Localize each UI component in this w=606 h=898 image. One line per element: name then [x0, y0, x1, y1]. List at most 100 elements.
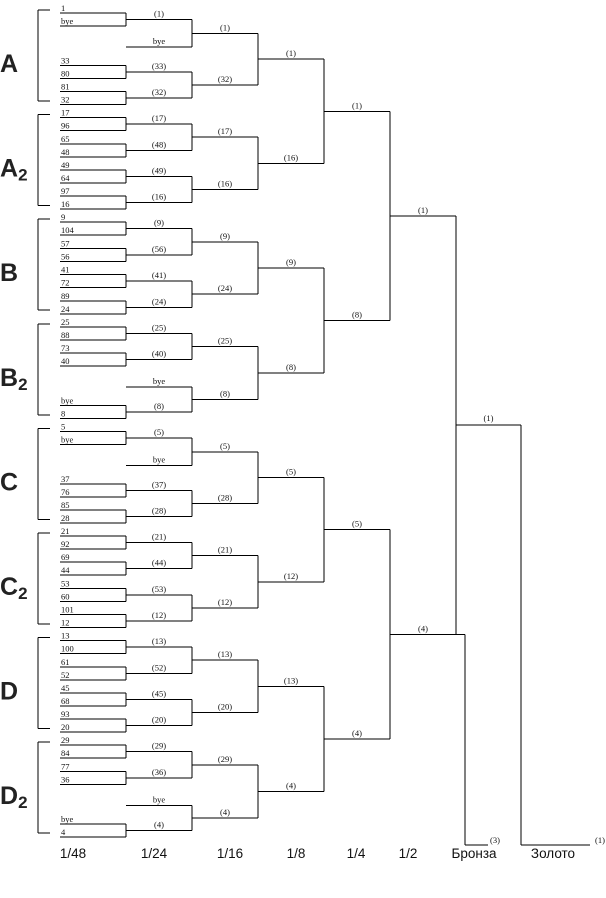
result-label: (4) — [352, 728, 362, 738]
entrant-label: bye — [61, 434, 74, 444]
group-label: D2 — [0, 782, 28, 812]
result-label: (1) — [484, 413, 494, 423]
result-label: bye — [153, 376, 166, 386]
entrant-label: 92 — [61, 539, 70, 549]
result-label: (1) — [154, 9, 164, 19]
entrant-label: 81 — [61, 82, 70, 92]
result-label: (16) — [152, 192, 166, 202]
entrant-label: 73 — [61, 343, 70, 353]
result-label: (56) — [152, 244, 166, 254]
entrant-label: 85 — [61, 500, 70, 510]
entrant-label: 13 — [61, 631, 70, 641]
entrant-label: 49 — [61, 160, 70, 170]
result-label: (37) — [152, 479, 166, 489]
result-label: (5) — [154, 427, 164, 437]
result-label: (12) — [152, 610, 166, 620]
result-label: (13) — [284, 675, 298, 685]
result-label: (9) — [154, 218, 164, 228]
result-label: (49) — [152, 166, 166, 176]
result-label: (20) — [152, 715, 166, 725]
entrant-label: 1 — [61, 3, 65, 13]
result-label: (17) — [218, 126, 232, 136]
entrant-label: 89 — [61, 291, 70, 301]
group-label: A2 — [0, 155, 28, 185]
entrant-label: 60 — [61, 591, 70, 601]
entrant-label: 41 — [61, 265, 70, 275]
entrant-label: 5 — [61, 421, 65, 431]
group-label: A — [0, 50, 18, 78]
result-label: (8) — [154, 401, 164, 411]
result-label: (28) — [218, 492, 232, 502]
result-label: (44) — [152, 558, 166, 568]
result-label: (1) — [220, 22, 230, 32]
entrant-label: 77 — [61, 761, 70, 771]
entrant-label: 100 — [61, 644, 74, 654]
entrant-label: 36 — [61, 774, 70, 784]
result-label: (36) — [152, 767, 166, 777]
gold-result: (1) — [595, 835, 605, 845]
result-label: (9) — [286, 257, 296, 267]
entrant-label: 16 — [61, 199, 70, 209]
entrant-label: 72 — [61, 278, 70, 288]
entrant-label: 45 — [61, 683, 70, 693]
result-label: (13) — [152, 636, 166, 646]
result-label: (32) — [218, 74, 232, 84]
entrant-label: 56 — [61, 251, 70, 261]
group-label: C2 — [0, 573, 28, 603]
entrant-label: 33 — [61, 55, 70, 65]
entrant-label: 76 — [61, 487, 70, 497]
result-label: (12) — [284, 571, 298, 581]
entrant-label: 57 — [61, 238, 70, 248]
result-label: (5) — [286, 467, 296, 477]
entrant-label: 97 — [61, 186, 70, 196]
round-label: 1/4 — [347, 846, 366, 861]
entrant-label: 9 — [61, 212, 65, 222]
group-label: C — [0, 468, 18, 496]
entrant-label: 44 — [61, 565, 70, 575]
result-label: (8) — [286, 362, 296, 372]
round-label: Бронза — [451, 846, 497, 861]
group-label: D — [0, 678, 18, 706]
result-label: (20) — [218, 702, 232, 712]
result-label: (4) — [286, 780, 296, 790]
round-label: 1/2 — [399, 846, 418, 861]
result-label: (5) — [352, 519, 362, 529]
result-label: (45) — [152, 689, 166, 699]
entrant-label: 88 — [61, 330, 70, 340]
entrant-label: 8 — [61, 408, 65, 418]
result-label: (4) — [418, 623, 428, 633]
entrant-label: 29 — [61, 735, 70, 745]
entrant-label: 40 — [61, 356, 70, 366]
round-label: Золото — [531, 846, 575, 861]
result-label: (40) — [152, 349, 166, 359]
result-label: (5) — [220, 441, 230, 451]
result-label: (48) — [152, 139, 166, 149]
result-label: (12) — [218, 597, 232, 607]
entrant-label: 25 — [61, 317, 70, 327]
round-label: 1/16 — [217, 846, 243, 861]
entrant-label: 104 — [61, 225, 75, 235]
entrant-label: 68 — [61, 696, 70, 706]
result-label: (29) — [218, 754, 232, 764]
result-label: (25) — [218, 335, 232, 345]
entrant-label: 61 — [61, 657, 70, 667]
result-label: (29) — [152, 741, 166, 751]
result-label: (13) — [218, 649, 232, 659]
entrant-label: 28 — [61, 513, 70, 523]
result-label: (17) — [152, 113, 166, 123]
group-label: B — [0, 259, 18, 287]
result-label: (53) — [152, 584, 166, 594]
entrant-label: 4 — [61, 827, 66, 837]
entrant-label: bye — [61, 16, 74, 26]
entrant-label: 93 — [61, 709, 70, 719]
result-label: (1) — [418, 205, 428, 215]
bronze-result: (3) — [490, 835, 500, 845]
result-label: (52) — [152, 662, 166, 672]
entrant-label: 20 — [61, 722, 70, 732]
entrant-label: bye — [61, 395, 74, 405]
result-label: (1) — [352, 100, 362, 110]
group-label: B2 — [0, 364, 28, 394]
result-label: (9) — [220, 231, 230, 241]
entrant-label: 37 — [61, 474, 70, 484]
